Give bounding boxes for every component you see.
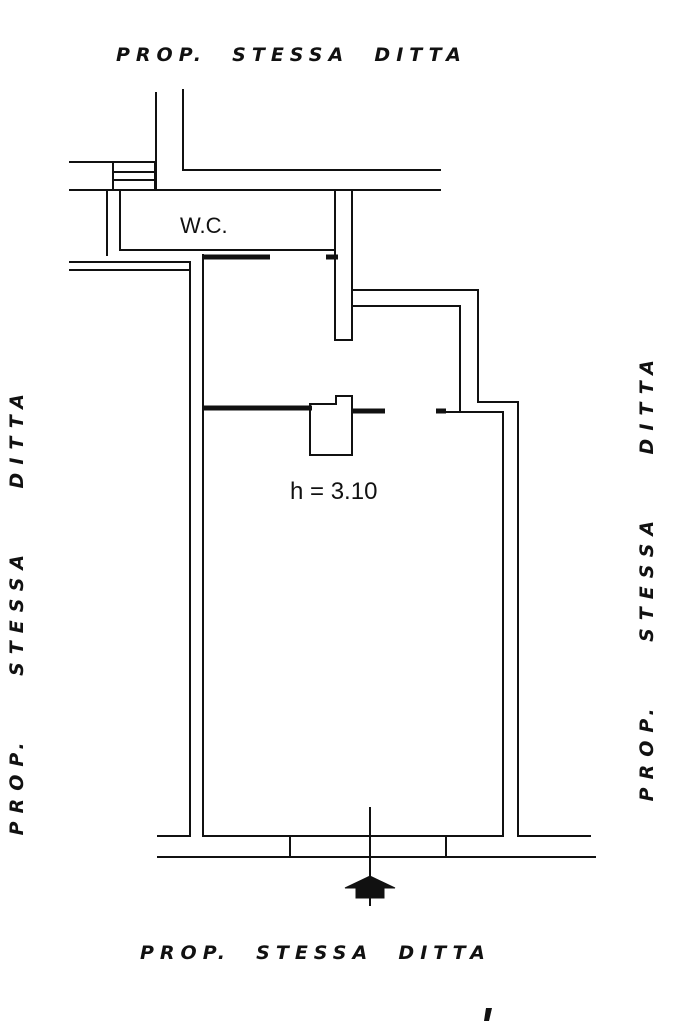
height-label: h = 3.10 — [290, 478, 378, 505]
pillar — [309, 395, 353, 456]
signature-mark — [484, 1008, 492, 1021]
label-left: PROP. STESSA DITTA — [6, 386, 28, 836]
label-right: PROP. STESSA DITTA — [636, 352, 658, 802]
label-bottom: PROP. STESSA DITTA — [140, 942, 491, 964]
entrance-arrow — [344, 875, 396, 899]
wc-label: W.C. — [180, 213, 228, 238]
window-detail — [112, 161, 156, 191]
label-top: PROP. STESSA DITTA — [116, 44, 467, 66]
